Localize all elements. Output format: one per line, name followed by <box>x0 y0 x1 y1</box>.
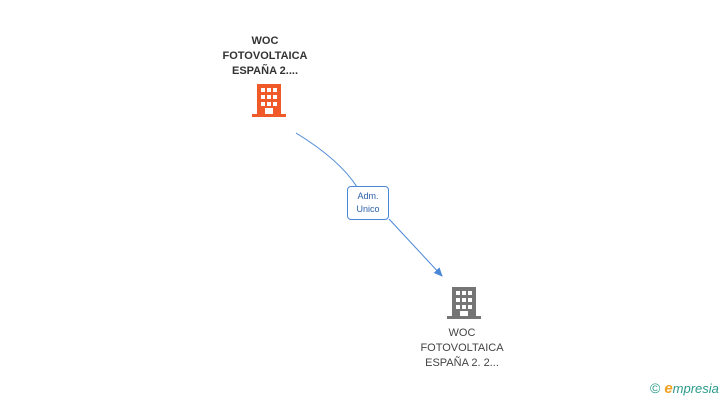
source-node-label[interactable]: WOC FOTOVOLTAICA ESPAÑA 2.... <box>205 34 325 79</box>
empresia-watermark: © e mpresia <box>650 379 719 397</box>
target-building-icon[interactable] <box>447 287 481 319</box>
source-label-line: FOTOVOLTAICA <box>222 50 308 62</box>
edge-role-label: Adm. Unico <box>347 186 389 220</box>
target-label-line: WOC <box>448 327 476 339</box>
edge-label-line: Adm. <box>357 191 379 201</box>
source-label-line: WOC <box>251 35 279 47</box>
brand-initial: e <box>664 379 673 397</box>
edge-connector <box>295 132 442 276</box>
copyright-icon: © <box>650 380 661 396</box>
brand-name: mpresia <box>672 380 719 396</box>
edge-label-line: Unico <box>356 204 380 214</box>
target-node-label[interactable]: WOC FOTOVOLTAICA ESPAÑA 2. 2... <box>402 326 522 371</box>
target-label-line: ESPAÑA 2. 2... <box>425 357 499 369</box>
target-label-line: FOTOVOLTAICA <box>420 342 504 354</box>
source-label-line: ESPAÑA 2.... <box>231 65 299 77</box>
source-building-icon[interactable] <box>252 84 286 117</box>
